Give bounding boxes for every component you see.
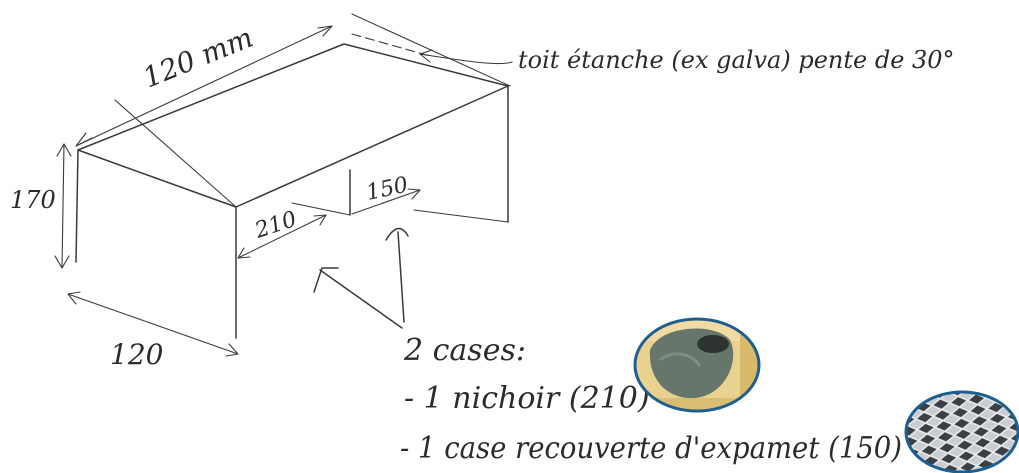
- expanded-metal-mesh-photo: [904, 390, 1019, 473]
- height-label: 170: [10, 186, 56, 214]
- compartment-right-width-label: 150: [364, 173, 410, 206]
- bottom-length-label: 120: [110, 338, 163, 371]
- swallow-nest-photo: [633, 317, 761, 413]
- compartment-left-width-label: 210: [251, 207, 300, 244]
- compartments-title: 2 cases:: [403, 333, 526, 368]
- dimension-arrows: [54, 25, 513, 357]
- compartment-item-nest: - 1 nichoir (210): [404, 381, 650, 416]
- roof-note: toit étanche (ex galva) pente de 30°: [518, 46, 955, 74]
- top-length-label: 120 mm: [138, 21, 257, 95]
- compartment-item-mesh: - 1 case recouverte d'expamet (150): [400, 431, 902, 466]
